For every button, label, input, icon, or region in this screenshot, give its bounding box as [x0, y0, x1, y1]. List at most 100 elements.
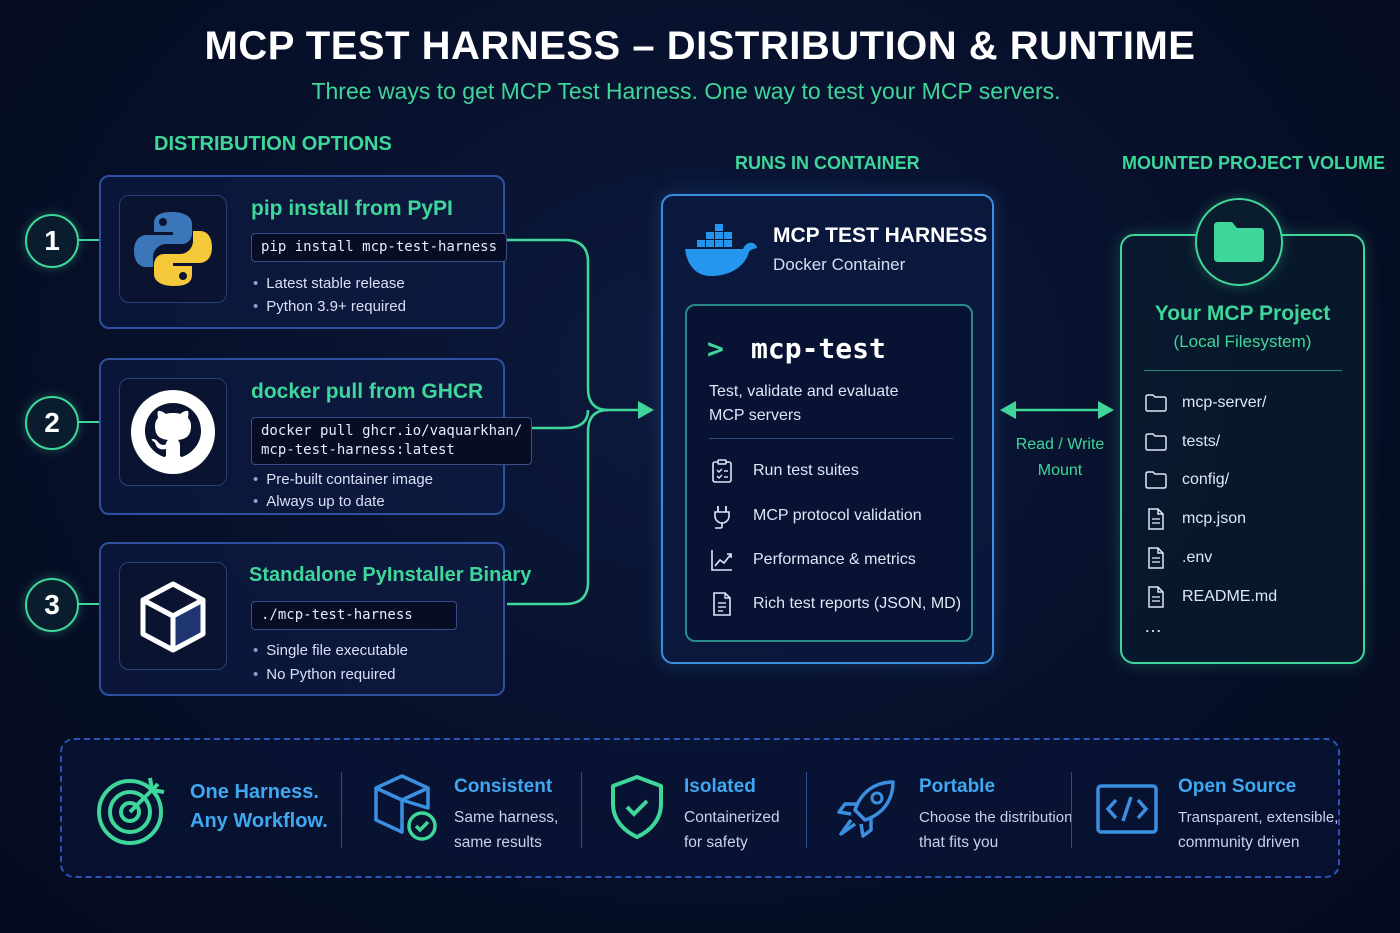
page-subtitle: Three ways to get MCP Test Harness. One …: [311, 78, 1061, 104]
mount-label: Read / Write Mount: [1000, 432, 1120, 484]
feature-item: Rich test reports (JSON, MD): [709, 589, 961, 619]
feature-label: Performance & metrics: [753, 551, 916, 568]
folder-outline-icon: [1145, 394, 1167, 412]
number-connector: [77, 603, 99, 605]
target-icon: [97, 777, 165, 845]
rocket-icon: [837, 780, 895, 838]
benefit-item: One Harness. Any Workflow.: [62, 740, 342, 880]
benefit-title: Open Source: [1178, 776, 1297, 797]
benefit-divider: [806, 772, 807, 848]
cli-description: Test, validate and evaluate MCP servers: [709, 383, 899, 424]
option-title: pip install from PyPI: [251, 197, 453, 220]
benefit-title: Portable: [919, 776, 996, 797]
number-connector: [77, 421, 99, 423]
option-bullet: Single file executable: [253, 642, 408, 659]
box-check-icon: [374, 774, 437, 841]
folder-icon: [1214, 222, 1264, 262]
clipboard-icon: [712, 459, 732, 483]
option-bullet: No Python required: [253, 666, 395, 683]
option-bullet: Python 3.9+ required: [253, 298, 406, 315]
container-heading: RUNS IN CONTAINER: [735, 153, 920, 173]
docker-container-card: MCP TEST HARNESS Docker Container > mcp-…: [661, 194, 994, 664]
benefit-item: Open Source Transparent, extensible, com…: [1072, 740, 1338, 880]
benefit-text: Same harness,: [454, 809, 559, 826]
mount-label-line1: Read / Write: [1015, 436, 1105, 453]
project-subtitle: (Local Filesystem): [1173, 332, 1312, 351]
plug-icon: [714, 506, 730, 529]
option-title: Standalone PyInstaller Binary: [249, 564, 532, 586]
option-card-pip[interactable]: pip install from PyPI pip install mcp-te…: [99, 175, 508, 329]
project-entry[interactable]: .env: [1144, 544, 1212, 572]
number-connector: [77, 239, 99, 241]
option-bullet: Always up to date: [253, 493, 384, 510]
docker-whale-icon: [683, 222, 759, 283]
document-icon: [713, 592, 731, 616]
benefit-text: Choose the distribution: [919, 809, 1073, 826]
entry-name: .env: [1182, 549, 1213, 566]
code-icon: [1096, 784, 1158, 834]
github-logo-icon: [119, 378, 227, 486]
feature-item: MCP protocol validation: [709, 501, 922, 531]
folder-badge: [1195, 198, 1283, 286]
benefit-text: same results: [454, 834, 542, 851]
benefit-item: Consistent Same harness, same results: [342, 740, 582, 880]
distribution-heading: DISTRIBUTION OPTIONS: [154, 133, 392, 155]
command-box[interactable]: pip install mcp-test-harness: [251, 233, 508, 262]
cli-panel: > mcp-test Test, validate and evaluate M…: [685, 304, 973, 642]
project-title: Your MCP Project: [1154, 302, 1331, 325]
command-box[interactable]: ./mcp-test-harness: [251, 601, 457, 630]
file-icon: [1148, 508, 1164, 530]
benefit-text: Containerized: [684, 809, 780, 826]
project-volume-card: Your MCP Project (Local Filesystem) mcp-…: [1120, 198, 1365, 664]
divider: [709, 438, 953, 439]
benefits-bar: One Harness. Any Workflow. Consistent Sa…: [60, 738, 1340, 878]
benefit-text: for safety: [684, 834, 748, 851]
project-entry[interactable]: tests/: [1144, 428, 1220, 456]
folder-outline-icon: [1145, 471, 1167, 489]
project-entry[interactable]: config/: [1144, 466, 1229, 494]
project-entry[interactable]: README.md: [1144, 583, 1277, 611]
benefit-title: One Harness.: [190, 781, 319, 803]
entry-name: config/: [1182, 471, 1230, 488]
option-bullet: Latest stable release: [253, 275, 404, 292]
benefit-text: community driven: [1178, 834, 1300, 851]
benefit-title: Consistent: [454, 776, 553, 797]
option-number-2: 2: [25, 396, 79, 450]
cube-icon: [119, 562, 227, 670]
benefit-divider: [581, 772, 582, 848]
option-bullet: Pre-built container image: [253, 471, 433, 488]
benefit-divider: [341, 772, 342, 848]
benefit-item: Portable Choose the distribution that fi…: [807, 740, 1072, 880]
python-logo-icon: [119, 195, 227, 303]
option-title: docker pull from GHCR: [251, 380, 484, 403]
entry-name: README.md: [1182, 588, 1278, 605]
file-icon: [1148, 586, 1164, 608]
project-entry[interactable]: mcp-server/: [1144, 389, 1266, 417]
file-icon: [1148, 547, 1164, 569]
entry-name: mcp-server/: [1182, 394, 1267, 411]
project-entry[interactable]: mcp.json: [1144, 505, 1246, 533]
feature-item: Performance & metrics: [709, 545, 916, 575]
feature-label: Rich test reports (JSON, MD): [753, 595, 962, 612]
feature-label: MCP protocol validation: [753, 507, 922, 524]
option-card-binary[interactable]: Standalone PyInstaller Binary ./mcp-test…: [99, 542, 531, 696]
feature-label: Run test suites: [753, 462, 859, 479]
benefit-title: Isolated: [684, 776, 756, 797]
entry-name: tests/: [1182, 433, 1221, 450]
benefit-title-line2: Any Workflow.: [190, 810, 328, 832]
benefit-item: Isolated Containerized for safety: [582, 740, 807, 880]
divider: [1144, 370, 1342, 371]
chart-line-icon: [711, 550, 732, 571]
benefit-text: Transparent, extensible,: [1178, 809, 1339, 826]
command-box[interactable]: docker pull ghcr.io/vaquarkhan/ mcp-test…: [251, 417, 533, 465]
cli-command: mcp-test: [751, 332, 886, 365]
mount-label-line2: Mount: [1037, 462, 1083, 479]
volume-heading: MOUNTED PROJECT VOLUME: [1122, 153, 1386, 173]
benefit-text: that fits you: [919, 834, 999, 851]
entry-name: mcp.json: [1182, 510, 1247, 527]
prompt-symbol: >: [707, 332, 724, 365]
option-number-3: 3: [25, 578, 79, 632]
option-number-1: 1: [25, 214, 79, 268]
option-card-docker[interactable]: docker pull from GHCR docker pull ghcr.i…: [99, 358, 533, 515]
